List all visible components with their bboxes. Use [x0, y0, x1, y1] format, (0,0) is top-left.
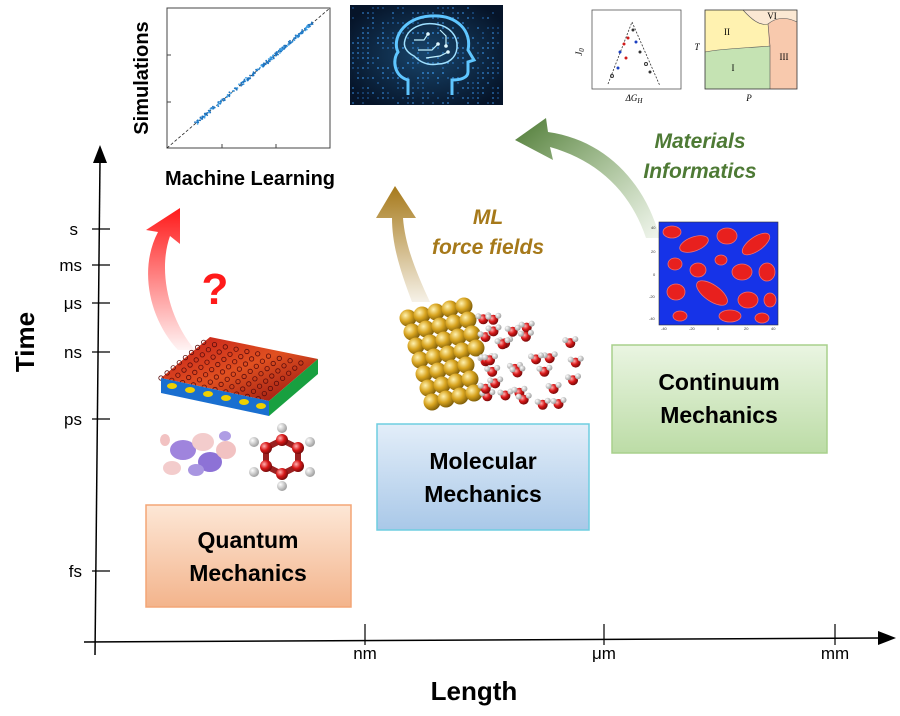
svg-text:20: 20: [651, 249, 656, 254]
phase-xlabel: P: [745, 93, 752, 103]
x-tick-um: μm: [592, 624, 616, 663]
parity-scatter-points: [194, 21, 314, 125]
time-axis: [93, 145, 107, 656]
volcano-plot: [591, 9, 682, 90]
continuum-box-line1: Continuum: [658, 369, 779, 395]
molecular-orbital-image: [160, 431, 236, 476]
informatics-label-line2: Informatics: [643, 160, 756, 183]
molecular-box-line2: Mechanics: [424, 481, 542, 507]
svg-text:0: 0: [717, 326, 720, 331]
continuum-box-line2: Mechanics: [660, 402, 778, 428]
y-tick-ns: ns: [64, 343, 110, 362]
question-mark: ?: [202, 265, 229, 314]
svg-text:μs: μs: [64, 294, 82, 313]
molecular-box-line1: Molecular: [429, 448, 536, 474]
slab-hex-lattice: [158, 339, 304, 402]
materials-informatics-arrow: [515, 118, 660, 238]
svg-text:nm: nm: [353, 644, 377, 663]
ml-force-fields-arrow: [376, 186, 430, 302]
quantum-box-line1: Quantum: [198, 527, 299, 553]
svg-text:40: 40: [771, 326, 776, 331]
parity-plot: [166, 7, 331, 149]
molecular-dynamics-image: [399, 297, 584, 411]
ai-brain-image: [350, 5, 503, 105]
y-tick-s: s: [70, 220, 110, 239]
phase-field-image: [658, 221, 779, 326]
svg-text:-20: -20: [689, 326, 696, 331]
water-molecules: [475, 312, 584, 410]
length-axis: [83, 631, 896, 645]
time-axis-title: Time: [10, 312, 40, 372]
parity-xlabel: Machine Learning: [165, 168, 335, 190]
ml-label-line2: force fields: [432, 236, 544, 259]
svg-text:mm: mm: [821, 644, 849, 663]
continuum-mechanics-box: Continuum Mechanics: [611, 344, 828, 454]
x-tick-nm: nm: [353, 624, 377, 663]
svg-text:μm: μm: [592, 644, 616, 663]
question-arrow: [146, 208, 195, 350]
y-tick-ms: ms: [59, 256, 110, 275]
phase-region-II: II: [724, 27, 730, 37]
phase-field-ticks: -40 -20 0 20 40 40 20 0 -20 -40: [649, 225, 776, 331]
svg-text:20: 20: [744, 326, 749, 331]
svg-text:40: 40: [651, 225, 656, 230]
phase-region-I: I: [732, 63, 735, 73]
molecular-mechanics-box: Molecular Mechanics: [376, 423, 590, 531]
svg-text:ns: ns: [64, 343, 82, 362]
quantum-mechanics-box: Quantum Mechanics: [145, 504, 352, 608]
x-tick-mm: mm: [821, 624, 849, 663]
phase-ylabel: T: [694, 42, 700, 52]
phase-region-III: III: [780, 52, 789, 62]
quantum-box-line2: Mechanics: [189, 560, 307, 586]
y-tick-fs: fs: [69, 562, 110, 581]
length-axis-title: Length: [431, 676, 518, 706]
svg-text:-40: -40: [661, 326, 668, 331]
informatics-label-line1: Materials: [654, 130, 745, 153]
svg-text:fs: fs: [69, 562, 82, 581]
svg-text:-40: -40: [649, 316, 656, 321]
svg-text:ms: ms: [59, 256, 82, 275]
svg-text:ps: ps: [64, 410, 82, 429]
y-tick-us: μs: [64, 294, 110, 313]
phase-diagram: [704, 9, 798, 90]
volcano-ylabel: J0: [574, 48, 586, 56]
benzene-molecule-image: [249, 423, 315, 491]
ml-label-line1: ML: [473, 206, 503, 229]
svg-text:s: s: [70, 220, 79, 239]
graphene-slab-image: [158, 337, 318, 416]
svg-text:-20: -20: [649, 294, 656, 299]
y-tick-ps: ps: [64, 410, 110, 429]
gold-surface-atoms: [399, 297, 485, 411]
phase-region-VI: VI: [767, 11, 777, 21]
svg-text:0: 0: [653, 272, 656, 277]
volcano-xlabel: ΔGH: [625, 93, 644, 105]
parity-ylabel: Simulations: [131, 21, 153, 134]
